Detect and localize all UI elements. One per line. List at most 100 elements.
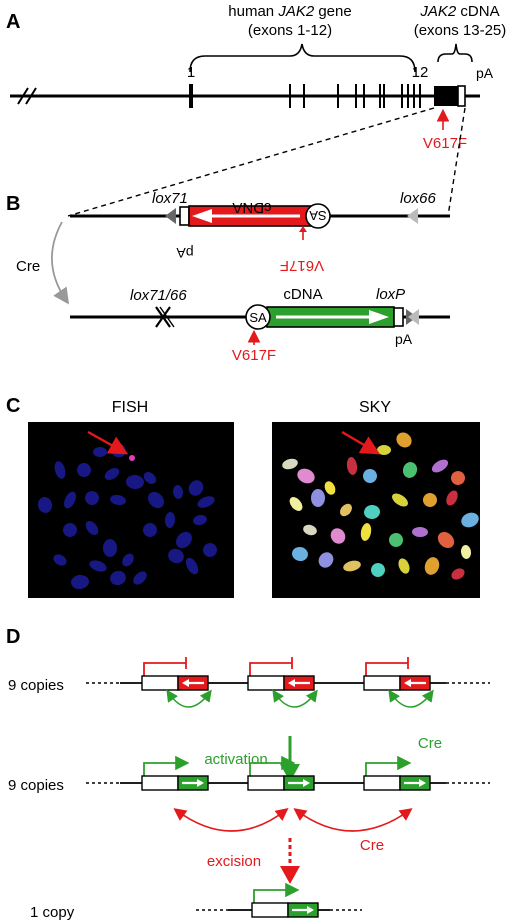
- fish-chromosome: [37, 497, 53, 513]
- sky-chromosome: [363, 469, 377, 483]
- brace-exons-13-25: [437, 43, 473, 63]
- fish-chromosome: [122, 553, 134, 567]
- panel-label-a: A: [6, 11, 20, 33]
- fish-chromosome: [53, 554, 67, 566]
- cdna-arrowhead: [288, 679, 295, 687]
- sky-chromosome: [377, 445, 391, 455]
- fish-chromosome: [133, 571, 147, 585]
- promoter-arrow: [143, 755, 190, 777]
- cdna-arrowhead: [419, 779, 426, 787]
- inversion-cre-arc: [166, 689, 212, 708]
- sky-chromosome: [364, 504, 380, 520]
- mutation-label-b: V617F: [232, 347, 276, 364]
- polya-box-b: [393, 307, 404, 327]
- lox71-label: lox71: [152, 190, 188, 207]
- sky-chromosome: [324, 481, 336, 495]
- cre-label-b: Cre: [16, 258, 40, 275]
- activation-label: activation: [204, 751, 267, 768]
- promoter-blocked: [365, 657, 409, 677]
- sky-chromosome: [398, 558, 410, 574]
- sky-label: SKY: [359, 399, 391, 416]
- construct-box: [247, 675, 285, 691]
- mutant-lox-cross-3: [159, 306, 175, 328]
- sa-label: SA: [249, 310, 267, 325]
- sky-chromosome: [423, 493, 437, 507]
- gene-label-italic: JAK2: [277, 3, 315, 20]
- construct-box: [247, 775, 285, 791]
- excision-cre-arc-left: [173, 808, 289, 832]
- fish-chromosome: [168, 548, 184, 564]
- cdna-label: JAK2 cDNA: [419, 3, 499, 20]
- fish-chromosome: [102, 539, 118, 557]
- promoter-arrow: [253, 882, 300, 904]
- sky-chromosome: [389, 533, 403, 547]
- fish-image: [28, 422, 234, 598]
- cre-label-d-top: Cre: [418, 735, 442, 752]
- sky-chromosome: [431, 459, 449, 473]
- exons-1-12-label: (exons 1-12): [248, 22, 332, 39]
- fish-chromosome: [203, 543, 217, 557]
- fish-arrow: [87, 430, 129, 455]
- cdna-inverted-arrowhead: [192, 209, 212, 223]
- sa-circle: [245, 304, 271, 330]
- break-mark-2: [25, 87, 37, 105]
- promoter-blocked: [249, 657, 293, 677]
- fish-chromosome: [93, 447, 107, 457]
- promoter-arrow: [365, 755, 412, 777]
- sky-chromosome: [282, 458, 298, 470]
- lox71-66-label: lox71/66: [130, 287, 187, 304]
- one-copy-label: 1 copy: [30, 904, 75, 921]
- polya-box-a: [457, 85, 466, 107]
- fish-chromosome: [143, 523, 157, 537]
- lox66-label: lox66: [400, 190, 437, 207]
- sky-chromosome: [451, 471, 465, 485]
- sky-chromosome: [402, 462, 418, 478]
- mutation-arrow-inverted-head: [299, 226, 307, 232]
- zoom-line-right: [447, 107, 466, 217]
- copies-row-bottom: [196, 882, 362, 918]
- promoter-arrow: [249, 755, 296, 777]
- panel-label-c: C: [6, 395, 20, 417]
- fish-chromosome: [143, 472, 157, 484]
- sky-chromosome: [424, 557, 440, 575]
- sky-chromosome: [346, 457, 358, 475]
- sky-chromosome: [396, 432, 412, 448]
- cdna-inverted-label: cDNA: [232, 199, 271, 216]
- sky-chromosome: [289, 497, 303, 511]
- gene-label: human JAK2 gene: [228, 3, 351, 20]
- brace-exons-1-12: [189, 43, 416, 73]
- sky-image: [272, 422, 480, 598]
- fish-chromosome: [193, 514, 207, 526]
- sky-chromosome: [460, 545, 472, 559]
- loxp-site-light: [408, 309, 419, 325]
- sky-chromosome: [451, 568, 465, 580]
- cdna-label-italic: JAK2: [419, 3, 457, 20]
- sa-inverted-label: SA: [309, 208, 327, 223]
- polya-inverted-label: pA: [176, 245, 194, 261]
- construct-box: [251, 902, 289, 918]
- polya-box-inverted: [179, 206, 190, 226]
- mutant-lox-cross-2: [155, 306, 171, 328]
- sky-chromosome: [392, 493, 408, 507]
- sky-chromosome: [297, 468, 315, 484]
- exon-12-label: 12: [412, 64, 429, 81]
- sky-chromosome: [318, 552, 334, 568]
- lox71-site: [165, 208, 176, 224]
- fish-chromosome: [110, 494, 126, 506]
- fish-chromosome: [76, 463, 91, 478]
- fish-chromosome: [85, 491, 99, 505]
- cdna-arrowhead: [303, 779, 310, 787]
- sky-chromosome: [303, 524, 317, 536]
- excision-arrow-head: [280, 866, 300, 884]
- sky-chromosome: [412, 526, 428, 538]
- cdna-block: [434, 86, 458, 106]
- cdna-label-suffix: cDNA: [456, 3, 499, 20]
- fish-chromosome: [85, 520, 99, 536]
- exons-13-25-label: (exons 13-25): [414, 22, 507, 39]
- sky-chromosome: [360, 523, 372, 541]
- construct-box: [363, 775, 401, 791]
- fish-chromosome: [63, 523, 78, 537]
- sky-chromosome: [292, 546, 308, 562]
